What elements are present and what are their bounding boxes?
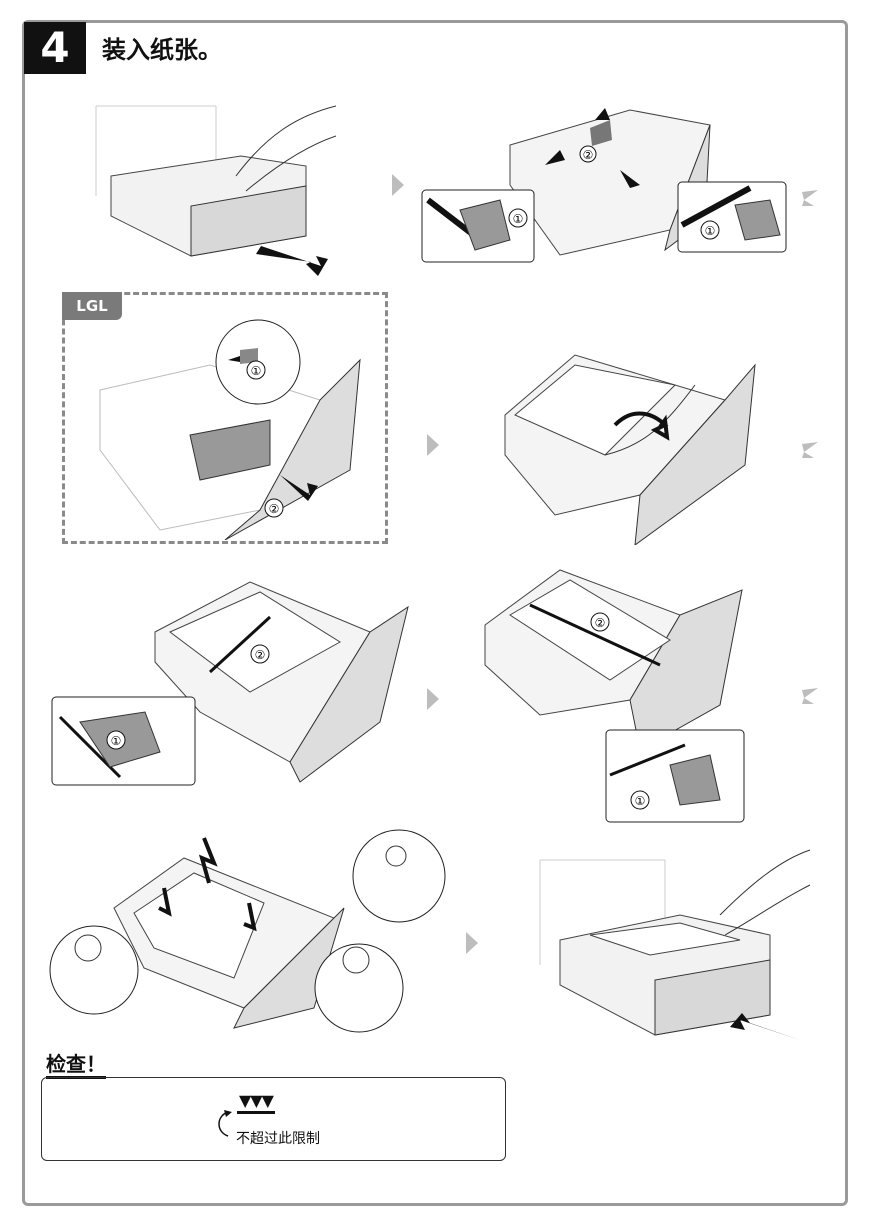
flow-arrow-back-icon: [802, 190, 818, 206]
illustration-extend-tray-lgl: ① ②: [99, 319, 361, 540]
svg-text:①: ①: [111, 734, 122, 748]
step-number-badge: 4: [24, 22, 86, 74]
lgl-panel: [62, 292, 388, 544]
check-heading: 检查！: [46, 1052, 106, 1079]
step-title: 装入纸张。: [102, 36, 222, 64]
illustration-pull-out-tray: [95, 105, 336, 276]
illustration-adjust-side-guides: ② ①: [51, 581, 409, 786]
illustration-press-paper-down: [49, 829, 446, 1033]
illustration-adjust-guides: ② ① ①: [421, 108, 787, 263]
flow-arrow-right-icon: [466, 932, 478, 954]
fill-limit-label: 不超过此限制: [236, 1131, 320, 1147]
svg-text:①: ①: [705, 224, 716, 238]
curved-arrow-icon: [218, 1110, 232, 1137]
svg-text:①: ①: [513, 212, 524, 226]
illustration-load-paper: [504, 354, 756, 545]
flow-arrow-back-icon: [802, 688, 818, 704]
svg-text:②: ②: [583, 148, 594, 162]
illustration-push-tray-in: [539, 849, 811, 1040]
illustration-adjust-end-guide: ② ①: [484, 569, 745, 823]
fill-limit-triangles-icon: ▼▼▼: [237, 1093, 275, 1114]
svg-text:①: ①: [251, 364, 262, 378]
check-box: [41, 1077, 506, 1161]
lgl-tag: LGL: [62, 292, 122, 320]
flow-arrow-right-icon: [427, 688, 439, 710]
svg-text:①: ①: [635, 794, 646, 808]
svg-text:②: ②: [269, 502, 280, 516]
flow-arrow-back-icon: [802, 442, 818, 458]
svg-text:②: ②: [595, 616, 606, 630]
flow-arrow-right-icon: [392, 174, 404, 196]
flow-arrow-right-icon: [427, 434, 439, 456]
svg-text:②: ②: [255, 648, 266, 662]
